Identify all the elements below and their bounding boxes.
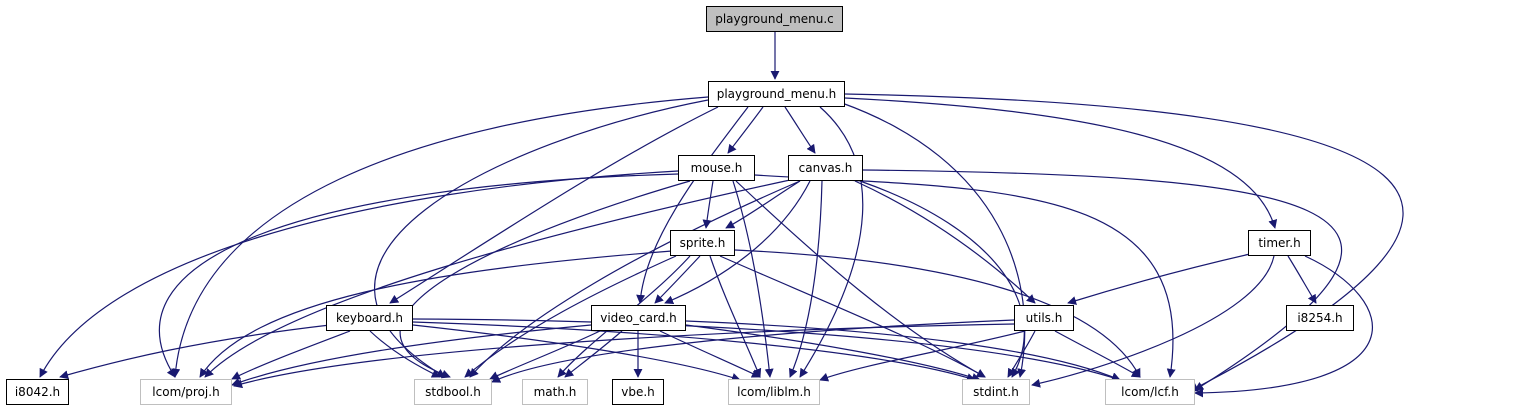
edge-pmh_lcf xyxy=(844,93,1404,392)
edge-sprite_stdint xyxy=(719,255,986,378)
node-label: stdbool.h xyxy=(425,385,481,399)
edge-keyboard_liblm xyxy=(412,324,741,382)
edge-keyboard_i8042 xyxy=(59,324,331,380)
node-i8254-h[interactable]: i8254.h xyxy=(1286,305,1354,331)
edge-videocard_math xyxy=(564,330,623,378)
edge-canvas_lcf xyxy=(862,169,1342,391)
edge-utils_stdbool xyxy=(491,319,1015,383)
node-label: mouse.h xyxy=(690,161,743,175)
node-label: canvas.h xyxy=(798,161,853,175)
edge-canvas_stdint xyxy=(859,180,1025,378)
edge-keyboard_stdbool xyxy=(369,330,441,378)
node-label: keyboard.h xyxy=(335,311,404,325)
dependency-edges xyxy=(39,32,1404,398)
node-label: lcom/lcf.h xyxy=(1121,385,1179,399)
edge-pmh_mouse xyxy=(727,106,764,154)
edge-videocard_stdbool xyxy=(489,330,601,380)
edge-timer_stdint xyxy=(1031,255,1275,388)
node-label: lcom/liblm.h xyxy=(737,385,811,399)
edge-sprite_proj xyxy=(199,250,673,378)
edge-pmh_stdint xyxy=(841,102,1027,378)
node-mouse-h[interactable]: mouse.h xyxy=(678,155,755,181)
edge-videocard_liblm xyxy=(659,330,761,378)
edge-videocard_stdint xyxy=(685,324,981,382)
edge-sprite_stdbool xyxy=(464,255,677,378)
node-label: lcom/proj.h xyxy=(152,385,220,399)
edge-keyboard_proj xyxy=(231,330,351,380)
node-lcom-lcf-h: lcom/lcf.h xyxy=(1105,379,1195,405)
node-label: vbe.h xyxy=(621,385,655,399)
node-label: i8042.h xyxy=(14,385,61,399)
edge-timer_i8254 xyxy=(1287,255,1317,304)
node-stdint-h: stdint.h xyxy=(962,379,1030,405)
node-stdbool-h: stdbool.h xyxy=(414,379,492,405)
node-label: math.h xyxy=(533,385,577,399)
edge-utils_liblm xyxy=(819,330,1026,382)
edge-pmh_proj xyxy=(171,96,709,378)
node-math-h: math.h xyxy=(522,379,588,405)
node-label: playground_menu.h xyxy=(716,87,837,101)
edge-utils_stdint xyxy=(1007,330,1036,378)
edge-videocard_lcf xyxy=(685,320,1121,381)
edge-pmh_canvas xyxy=(784,106,816,154)
node-lcom-proj-h: lcom/proj.h xyxy=(140,379,232,405)
edge-timer_lcf xyxy=(1194,255,1374,398)
edge-mouse_i8042 xyxy=(39,170,679,378)
edge-sprite_liblm xyxy=(709,255,762,378)
edge-canvas_proj xyxy=(204,179,791,378)
node-lcom-liblm-h: lcom/liblm.h xyxy=(728,379,820,405)
edge-canvas_videocard xyxy=(664,180,811,305)
node-label: i8254.h xyxy=(1297,311,1343,325)
edge-utils_proj xyxy=(233,323,1015,389)
edge-mouse_stdint xyxy=(735,180,986,378)
edge-keyboard_lcf xyxy=(412,318,1121,382)
node-sprite-h[interactable]: sprite.h xyxy=(670,230,735,256)
node-video-card-h[interactable]: video_card.h xyxy=(591,305,686,331)
node-canvas-h[interactable]: canvas.h xyxy=(788,155,863,181)
edge-timer_utils xyxy=(1067,253,1251,305)
edge-canvas_liblm xyxy=(789,180,823,378)
edge-keyboard_stdint xyxy=(412,321,976,382)
node-vbe-h[interactable]: vbe.h xyxy=(612,379,664,405)
edge-pmh_videocard xyxy=(636,106,749,304)
node-label: playground_menu.c xyxy=(715,12,834,26)
edge-canvas_stdbool xyxy=(469,180,801,378)
edge-sprite_videocard xyxy=(654,255,701,304)
node-playground-menu-h[interactable]: playground_menu.h xyxy=(708,81,845,107)
node-playground-menu-c[interactable]: playground_menu.c xyxy=(706,6,843,32)
node-label: timer.h xyxy=(1258,236,1301,250)
edge-mouse_proj xyxy=(158,173,679,378)
edge-canvas_utils xyxy=(854,180,1036,304)
node-label: utils.h xyxy=(1025,311,1063,325)
edge-pmh_keyboard xyxy=(389,106,719,304)
edge-utils_lcf xyxy=(1054,330,1141,378)
node-utils-h[interactable]: utils.h xyxy=(1014,305,1074,331)
edge-canvas_sprite xyxy=(725,180,801,229)
node-i8042-h[interactable]: i8042.h xyxy=(6,379,69,405)
edge-sprite_lcf xyxy=(734,249,1141,378)
node-label: stdint.h xyxy=(973,385,1019,399)
node-label: video_card.h xyxy=(600,311,677,325)
node-timer-h[interactable]: timer.h xyxy=(1248,230,1311,256)
edge-videocard_proj xyxy=(231,324,592,387)
node-keyboard-h[interactable]: keyboard.h xyxy=(326,305,413,331)
node-label: sprite.h xyxy=(679,236,726,250)
edge-mouse_liblm xyxy=(732,180,774,378)
